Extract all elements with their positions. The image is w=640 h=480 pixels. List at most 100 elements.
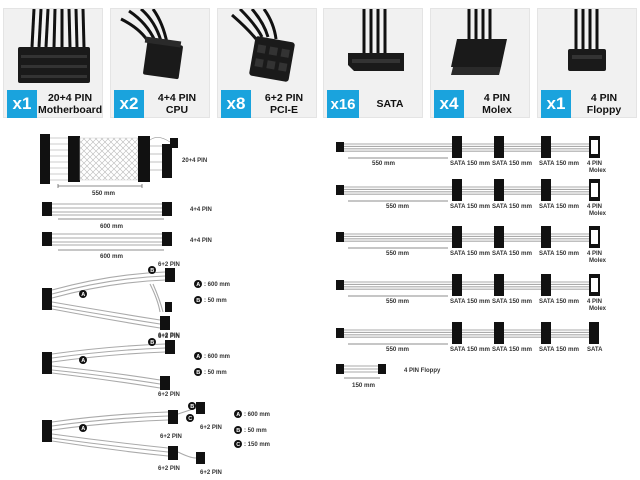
svg-text:B: B xyxy=(196,370,200,376)
molex-label: 4 PIN xyxy=(587,161,602,167)
card-label: SATA xyxy=(376,97,404,110)
sata-label: SATA xyxy=(450,204,466,210)
svg-text:B: B xyxy=(196,298,200,304)
sata-label: SATA xyxy=(450,161,466,167)
motherboard-cable-diagram: 20+4 PIN 550 mm xyxy=(40,134,207,197)
cpu-cable-1: 4+4 PIN 600 mm xyxy=(42,202,212,230)
svg-text:A: A xyxy=(81,358,85,364)
card-label: 4+4 PIN CPU xyxy=(157,91,197,117)
legend-c: : 150 mm xyxy=(244,442,270,448)
sata-label: SATA xyxy=(539,299,555,305)
sata-label: SATA xyxy=(450,347,466,353)
badge-b: B xyxy=(150,268,154,274)
molex-label-2: Molex xyxy=(589,168,607,174)
card-label: 6+2 PIN PCI-E xyxy=(264,91,304,117)
molex-label-2: Molex xyxy=(589,211,607,217)
svg-text:B: B xyxy=(236,428,240,434)
sata-label: SATA xyxy=(450,251,466,257)
card-label: 4 PIN Floppy xyxy=(586,91,622,117)
sata-connector xyxy=(452,136,462,158)
plug-end xyxy=(336,328,344,338)
floppy-connector-icon xyxy=(568,9,606,71)
molex-label: 4 PIN xyxy=(587,204,602,210)
legend-b: : 50 mm xyxy=(204,370,227,376)
plug-end xyxy=(336,280,344,290)
sata-connector xyxy=(541,179,551,201)
sata-connector xyxy=(452,322,462,344)
cable-diagrams: 20+4 PIN 550 mm 4+4 PIN 600 mm 4+4 PIN 6… xyxy=(40,134,607,476)
svg-text:A: A xyxy=(196,282,200,288)
pcie-cable-3: A B C 6+2 PIN 6+2 PIN 6+2 PIN 6+2 PIN A … xyxy=(42,402,270,476)
pcie-label: 6+2 PIN xyxy=(158,466,180,472)
segment-length: 150 mm xyxy=(556,203,580,210)
main-length: 550 mm xyxy=(386,298,410,305)
segment-length: 150 mm xyxy=(467,203,491,210)
card-sata: x16 SATA xyxy=(323,8,423,118)
segment-length: 150 mm xyxy=(509,160,533,167)
main-length: 550 mm xyxy=(386,250,410,257)
legend-b: : 50 mm xyxy=(204,298,227,304)
sata-connector-icon xyxy=(348,9,404,71)
sata-label: SATA xyxy=(492,161,508,167)
floppy-length: 150 mm xyxy=(352,382,376,389)
pcie-connector-icon xyxy=(231,9,295,82)
pcie-cable-2: A B 6+2 PIN 6+2 PIN A : 600 mm B : 50 mm xyxy=(42,333,230,398)
sata-connector xyxy=(541,226,551,248)
molex-connector-icon xyxy=(451,9,507,75)
sata-connector xyxy=(452,226,462,248)
molex-face xyxy=(591,278,598,292)
sata-label: SATA xyxy=(492,204,508,210)
sata-label: SATA xyxy=(539,347,555,353)
sata-label: SATA xyxy=(539,161,555,167)
sata-label: SATA xyxy=(450,299,466,305)
badge-a: A xyxy=(81,292,85,298)
molex-face xyxy=(591,140,598,154)
sata-label: SATA xyxy=(587,347,603,353)
sata-connector xyxy=(589,322,599,344)
legend-a: : 600 mm xyxy=(244,412,270,418)
cpu-connector-icon xyxy=(120,9,183,80)
sata-connector xyxy=(494,136,504,158)
sata-connector xyxy=(541,136,551,158)
cpu-length: 600 mm xyxy=(100,223,124,230)
segment-length: 150 mm xyxy=(556,160,580,167)
svg-text:A: A xyxy=(196,354,200,360)
svg-text:A: A xyxy=(81,426,85,432)
qty-badge: x1 xyxy=(541,90,571,118)
pcie-label: 6+2 PIN xyxy=(160,434,182,440)
cpu-cable-2: 4+4 PIN 600 mm xyxy=(42,232,212,260)
main-length: 550 mm xyxy=(372,160,396,167)
molex-label: 4 PIN xyxy=(587,299,602,305)
pcie-cable-1: A B 6+2 PIN 6+2 PIN A : 600 mm B : 50 mm xyxy=(42,262,230,340)
mb-connector-label: 20+4 PIN xyxy=(182,158,207,164)
plug-end xyxy=(336,142,344,152)
cpu-connector-label: 4+4 PIN xyxy=(190,207,212,213)
sata-connector xyxy=(541,322,551,344)
card-molex: x4 4 PIN Molex xyxy=(430,8,530,118)
segment-length: 150 mm xyxy=(509,298,533,305)
segment-length: 150 mm xyxy=(509,250,533,257)
sata-connector xyxy=(494,274,504,296)
plug-end xyxy=(336,185,344,195)
cpu-connector-label: 4+4 PIN xyxy=(190,238,212,244)
svg-text:C: C xyxy=(236,442,240,448)
card-motherboard: x1 20+4 PIN Motherboard xyxy=(3,8,103,118)
pcie-label: 6+2 PIN xyxy=(158,334,180,340)
qty-badge: x8 xyxy=(221,90,251,118)
molex-face xyxy=(591,230,598,244)
sata-connector xyxy=(494,322,504,344)
svg-text:B: B xyxy=(150,340,154,346)
segment-length: 150 mm xyxy=(467,298,491,305)
svg-text:B: B xyxy=(190,404,194,410)
plug-end xyxy=(336,232,344,242)
card-floppy: x1 4 PIN Floppy xyxy=(537,8,637,118)
card-label: 20+4 PIN Motherboard xyxy=(38,91,103,117)
pcie-label: 6+2 PIN xyxy=(200,470,222,476)
sata-connector xyxy=(541,274,551,296)
svg-text:A: A xyxy=(236,412,240,418)
pcie-label: 6+2 PIN xyxy=(158,392,180,398)
